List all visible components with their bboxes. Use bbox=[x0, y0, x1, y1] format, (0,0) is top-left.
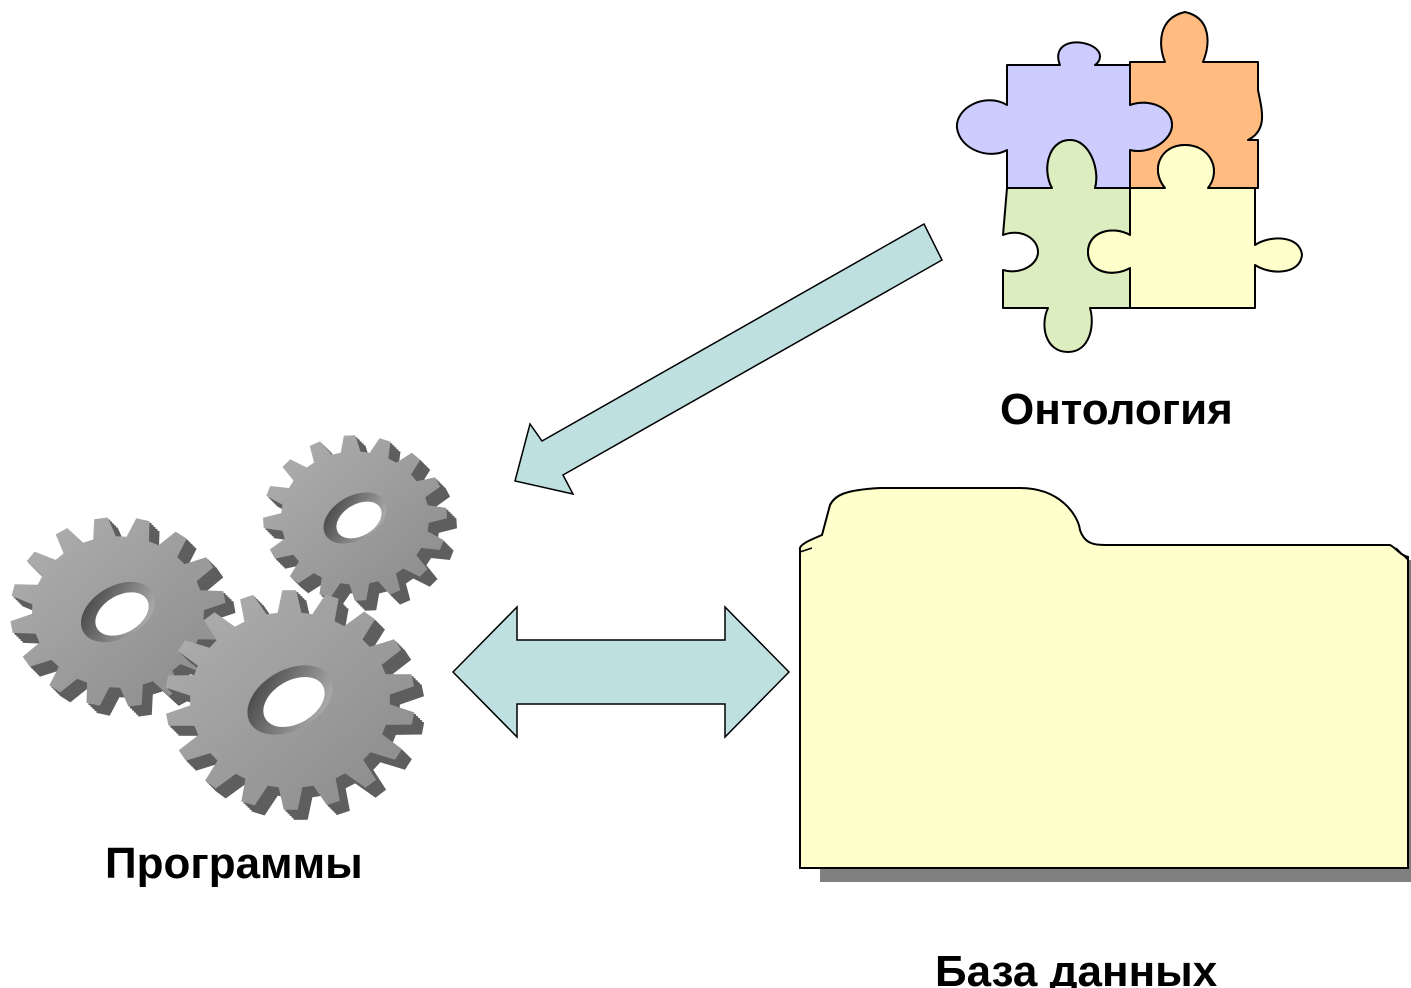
gear-top bbox=[263, 435, 457, 611]
folder-icon bbox=[798, 487, 1411, 882]
arrow-ontology-to-programs bbox=[514, 222, 943, 496]
gear-bottom bbox=[165, 590, 425, 820]
ontology-label: Онтология bbox=[1000, 385, 1233, 434]
gears-icon bbox=[10, 435, 457, 820]
gear-top-hole-inner bbox=[336, 501, 382, 539]
gear-left-hole-inner bbox=[95, 592, 149, 636]
puzzle-piece-yellow bbox=[1087, 144, 1303, 309]
gear-left bbox=[10, 517, 236, 717]
puzzle-icon bbox=[955, 11, 1303, 353]
arrow-programs-database bbox=[451, 605, 791, 739]
database-label: База данных bbox=[935, 947, 1218, 988]
gear-bottom-hole-inner bbox=[263, 677, 325, 727]
folder-body bbox=[798, 487, 1409, 869]
programs-label: Программы bbox=[105, 839, 363, 888]
folder-edge-detail bbox=[799, 547, 1409, 561]
